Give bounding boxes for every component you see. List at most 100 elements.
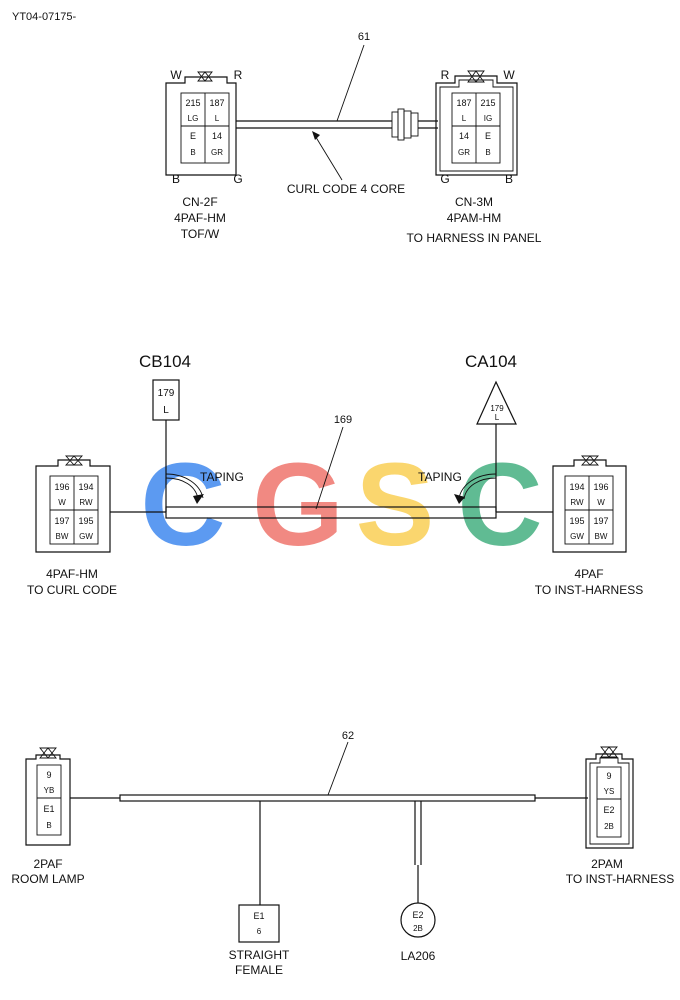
pin-wire: L	[495, 413, 500, 422]
wire-no-leader	[315, 426, 344, 510]
connector-destination: TOF/W	[181, 227, 220, 241]
pin-wire: BW	[56, 532, 69, 541]
pin-number: 187	[456, 98, 471, 108]
branch-la206-wire	[414, 801, 422, 903]
pin-number: 9	[46, 770, 51, 780]
cable-label-leader	[313, 133, 343, 181]
wire-number: 169	[334, 414, 352, 426]
taping-label: TAPING	[200, 470, 244, 484]
pin-wire: GR	[458, 148, 470, 157]
terminal-cb104[interactable]: 179 L	[152, 379, 180, 421]
wire-number: 61	[358, 31, 370, 43]
connector-cn-3m[interactable]: 187 L 215 IG 14 GR E B	[435, 70, 518, 176]
arrow-icon	[312, 131, 320, 140]
pin-number: 194	[569, 482, 584, 492]
corner-label: R	[441, 68, 450, 82]
terminal-label: STRAIGHT	[229, 948, 290, 962]
pin-wire: GR	[211, 148, 223, 157]
corner-label: B	[505, 172, 513, 186]
corner-label: W	[170, 68, 182, 82]
pin-number: E1	[43, 804, 54, 814]
terminal-straight-female[interactable]: E1 6	[238, 904, 280, 943]
terminal-ca104[interactable]: 179 L	[476, 380, 517, 425]
connector-type: 2PAF	[33, 857, 62, 871]
pin-wire: GW	[79, 532, 93, 541]
pin-number: 14	[459, 131, 469, 141]
pin-number: 215	[480, 98, 495, 108]
pin-number: 179	[158, 388, 175, 399]
connector-2pam[interactable]: 9 YS E2 2B	[585, 746, 634, 849]
section3-diagram: 62 9 YB E1 B 2PAF ROOM LAMP	[11, 730, 674, 977]
corner-label: R	[234, 68, 243, 82]
watermark: C G S C	[140, 439, 542, 571]
pin-wire: RW	[79, 498, 93, 507]
pin-number: E2	[412, 910, 423, 920]
pin-number: 196	[593, 482, 608, 492]
taping-label: TAPING	[418, 470, 462, 484]
pin-wire: 2B	[413, 924, 423, 933]
document-id: YT04-07175-	[12, 11, 77, 23]
pin-number: E	[190, 131, 196, 141]
pin-number: E	[485, 131, 491, 141]
cable-label: CURL CODE 4 CORE	[287, 182, 405, 196]
curl-cable	[236, 120, 438, 129]
pin-wire: YS	[604, 787, 615, 796]
connector-type: 2PAM	[591, 857, 623, 871]
corner-label: G	[440, 172, 449, 186]
connector-destination: TO INST-HARNESS	[566, 872, 674, 886]
cable-joint	[391, 108, 419, 141]
pin-wire: RW	[570, 498, 584, 507]
taping-mark-left: TAPING	[165, 470, 244, 504]
pin-number: 197	[54, 516, 69, 526]
watermark-letter: C	[140, 439, 225, 571]
harness-169	[110, 506, 553, 519]
connector-2paf[interactable]: 9 YB E1 B	[25, 747, 71, 846]
pin-number: E1	[253, 911, 264, 921]
pin-number: E2	[603, 805, 614, 815]
connector-type: 4PAF-HM	[46, 567, 98, 581]
wire-no-leader	[336, 44, 365, 122]
pin-wire: GW	[570, 532, 584, 541]
terminal-label: FEMALE	[235, 963, 283, 977]
pin-wire: L	[462, 114, 467, 123]
branch-title-cb104: CB104	[139, 352, 191, 371]
pin-wire: L	[163, 405, 169, 416]
watermark-letter: S	[356, 439, 435, 571]
connector-cn-2f[interactable]: 215 LG 187 L E B 14 GR	[165, 71, 237, 176]
pin-number: 9	[606, 771, 611, 781]
connector-type: 4PAF	[574, 567, 603, 581]
connector-type: 4PAF-HM	[174, 211, 226, 225]
corner-label: W	[503, 68, 515, 82]
connector-name: CN-3M	[455, 195, 493, 209]
pin-wire: B	[190, 148, 195, 157]
connector-destination: TO INST-HARNESS	[535, 583, 643, 597]
pin-number: 179	[490, 404, 504, 413]
harness-62	[70, 794, 588, 802]
pin-wire: LG	[188, 114, 199, 123]
pin-number: 195	[78, 516, 93, 526]
pin-wire: W	[597, 498, 605, 507]
pin-wire: L	[215, 114, 220, 123]
pin-wire: IG	[484, 114, 492, 123]
terminal-label: LA206	[401, 949, 436, 963]
pin-wire: 6	[257, 927, 262, 936]
connector-destination: TO CURL CODE	[27, 583, 117, 597]
corner-label: B	[172, 172, 180, 186]
pin-wire: YB	[44, 786, 55, 795]
watermark-letter: C	[457, 439, 542, 571]
branch-title-ca104: CA104	[465, 352, 517, 371]
pin-number: 194	[78, 482, 93, 492]
wire-no-leader	[327, 741, 349, 796]
connector-name: CN-2F	[182, 195, 217, 209]
connector-4paf[interactable]: 194 RW 196 W 195 GW 197 BW	[552, 455, 627, 553]
terminal-la206[interactable]: E2 2B	[400, 902, 436, 938]
pin-wire: 2B	[604, 822, 614, 831]
wire-number: 62	[342, 730, 354, 742]
watermark-letter: G	[252, 439, 344, 571]
connector-destination: TO HARNESS IN PANEL	[407, 231, 542, 245]
pin-wire: W	[58, 498, 66, 507]
connector-4paf-hm[interactable]: 196 W 194 RW 197 BW 195 GW	[35, 455, 111, 553]
pin-number: 197	[593, 516, 608, 526]
connector-type: 4PAM-HM	[447, 211, 501, 225]
pin-number: 14	[212, 131, 222, 141]
